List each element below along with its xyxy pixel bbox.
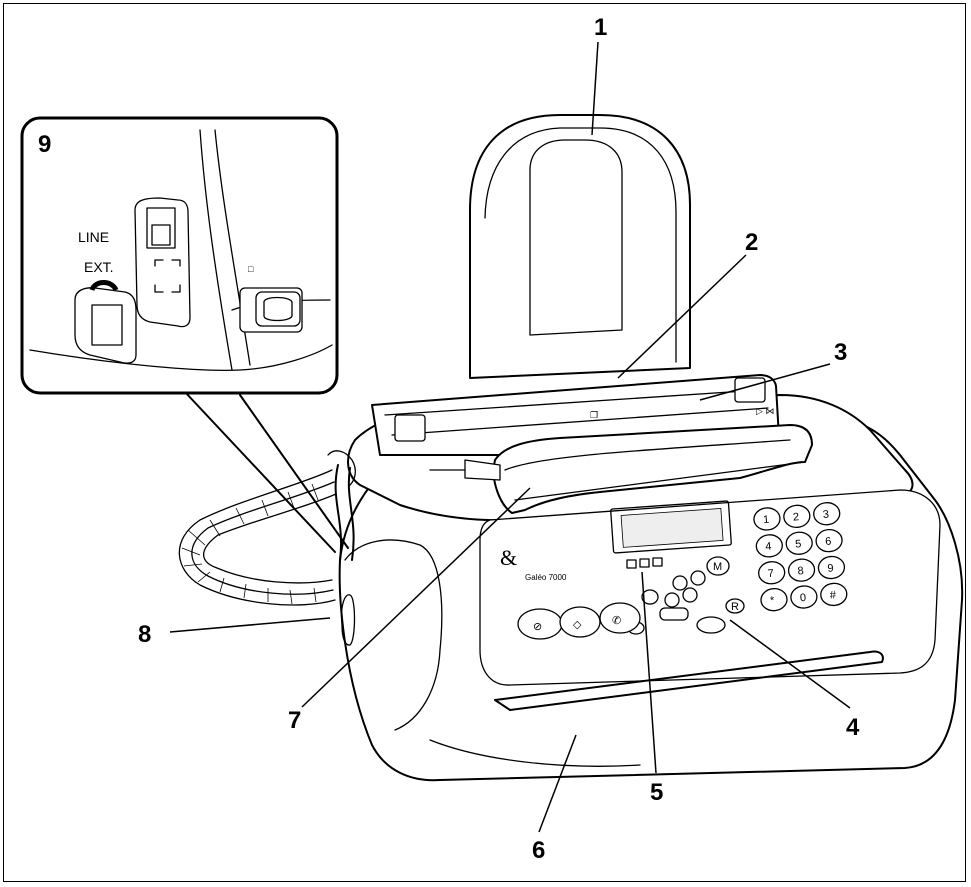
callout-8: 8 xyxy=(138,621,151,648)
coiled-cord xyxy=(178,450,356,606)
lcd-display xyxy=(620,508,724,548)
power-indicator-icon: □ xyxy=(248,264,254,274)
model-name: Galéo 7000 xyxy=(525,573,567,582)
keypad-key: 0 xyxy=(799,592,806,604)
callout-3: 3 xyxy=(834,339,847,366)
connector-inset: 9 □ LINE EXT. xyxy=(20,116,349,553)
keypad-key: 6 xyxy=(825,535,832,547)
phone-icon: ✆ xyxy=(612,615,621,627)
paper-support xyxy=(469,114,691,379)
line-port-label: LINE xyxy=(78,229,109,245)
inset-number: 9 xyxy=(38,131,51,158)
keypad-key: 5 xyxy=(795,538,802,550)
ext-port-label: EXT. xyxy=(84,259,114,275)
callout-5: 5 xyxy=(650,779,663,806)
keypad: 1 2 3 4 5 6 7 8 9 * 0 # xyxy=(753,502,848,612)
brand-mark: & xyxy=(500,545,517,570)
callout-7: 7 xyxy=(288,707,301,734)
menu-key-label: M xyxy=(713,561,722,573)
callout-2: 2 xyxy=(745,229,758,256)
callout-labels: 1 2 3 4 5 6 7 8 xyxy=(138,14,860,864)
stop-icon: ⊘ xyxy=(533,621,542,633)
keypad-key: * xyxy=(770,595,776,607)
keypad-key: 2 xyxy=(792,511,799,523)
callout-4: 4 xyxy=(846,714,860,741)
copy-icon: ◇ xyxy=(573,619,582,631)
leader-lines xyxy=(169,41,851,833)
control-panel: & Galéo 7000 M R ⊘ ◇ ✆ xyxy=(500,500,745,640)
paper-guide-icon: ▷ ⋈ xyxy=(756,406,774,416)
handset xyxy=(429,424,813,514)
keypad-key: 7 xyxy=(767,568,774,580)
keypad-key: 3 xyxy=(822,509,829,521)
recall-key-label: R xyxy=(731,601,739,613)
keypad-key: 4 xyxy=(765,541,772,553)
keypad-key: 8 xyxy=(797,565,804,577)
callout-1: 1 xyxy=(594,14,607,41)
keypad-key: # xyxy=(829,589,837,602)
keypad-key: 9 xyxy=(827,562,834,574)
keypad-key: 1 xyxy=(763,514,770,526)
paper-icon: ❐ xyxy=(590,410,598,420)
figure-frame xyxy=(3,3,966,882)
callout-6: 6 xyxy=(532,837,545,864)
fax-body: ❐ ▷ ⋈ xyxy=(338,374,964,782)
